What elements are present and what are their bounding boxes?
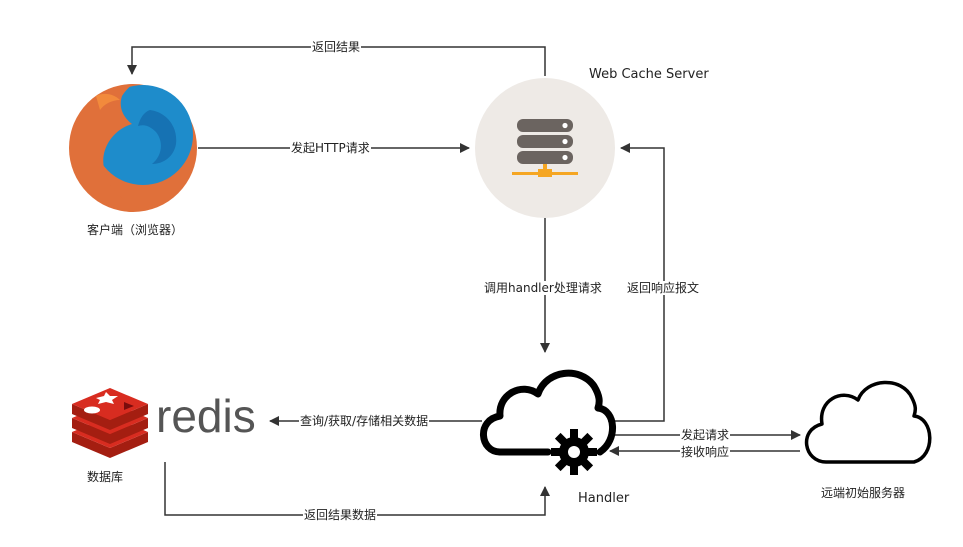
cloud-gear-icon	[480, 369, 616, 475]
edge-label-handler-to-db: 查询/获取/存储相关数据	[299, 414, 430, 428]
redis-icon	[72, 388, 148, 458]
edge-label-handler-to-server: 返回响应报文	[626, 281, 701, 295]
redis-logo-text: redis	[156, 390, 256, 442]
edge-label-db-to-handler: 返回结果数据	[303, 508, 378, 522]
edge-label-remote-to-handler: 接收响应	[680, 445, 731, 459]
edge-label-handler-to-remote: 发起请求	[680, 428, 731, 442]
remote-label: 远端初始服务器	[821, 486, 906, 500]
database-label: 数据库	[87, 470, 124, 484]
server-label: Web Cache Server	[589, 67, 709, 82]
cloud-icon	[804, 380, 932, 464]
handler-label: Handler	[578, 491, 630, 506]
edge-label-server-to-handler: 调用handler处理请求	[483, 281, 603, 295]
server-icon	[475, 78, 615, 218]
edge-label-server-to-client: 返回结果	[311, 40, 362, 54]
firefox-icon	[69, 84, 197, 212]
client-label: 客户端（浏览器）	[87, 223, 184, 237]
edge-label-client-to-server: 发起HTTP请求	[290, 141, 371, 155]
